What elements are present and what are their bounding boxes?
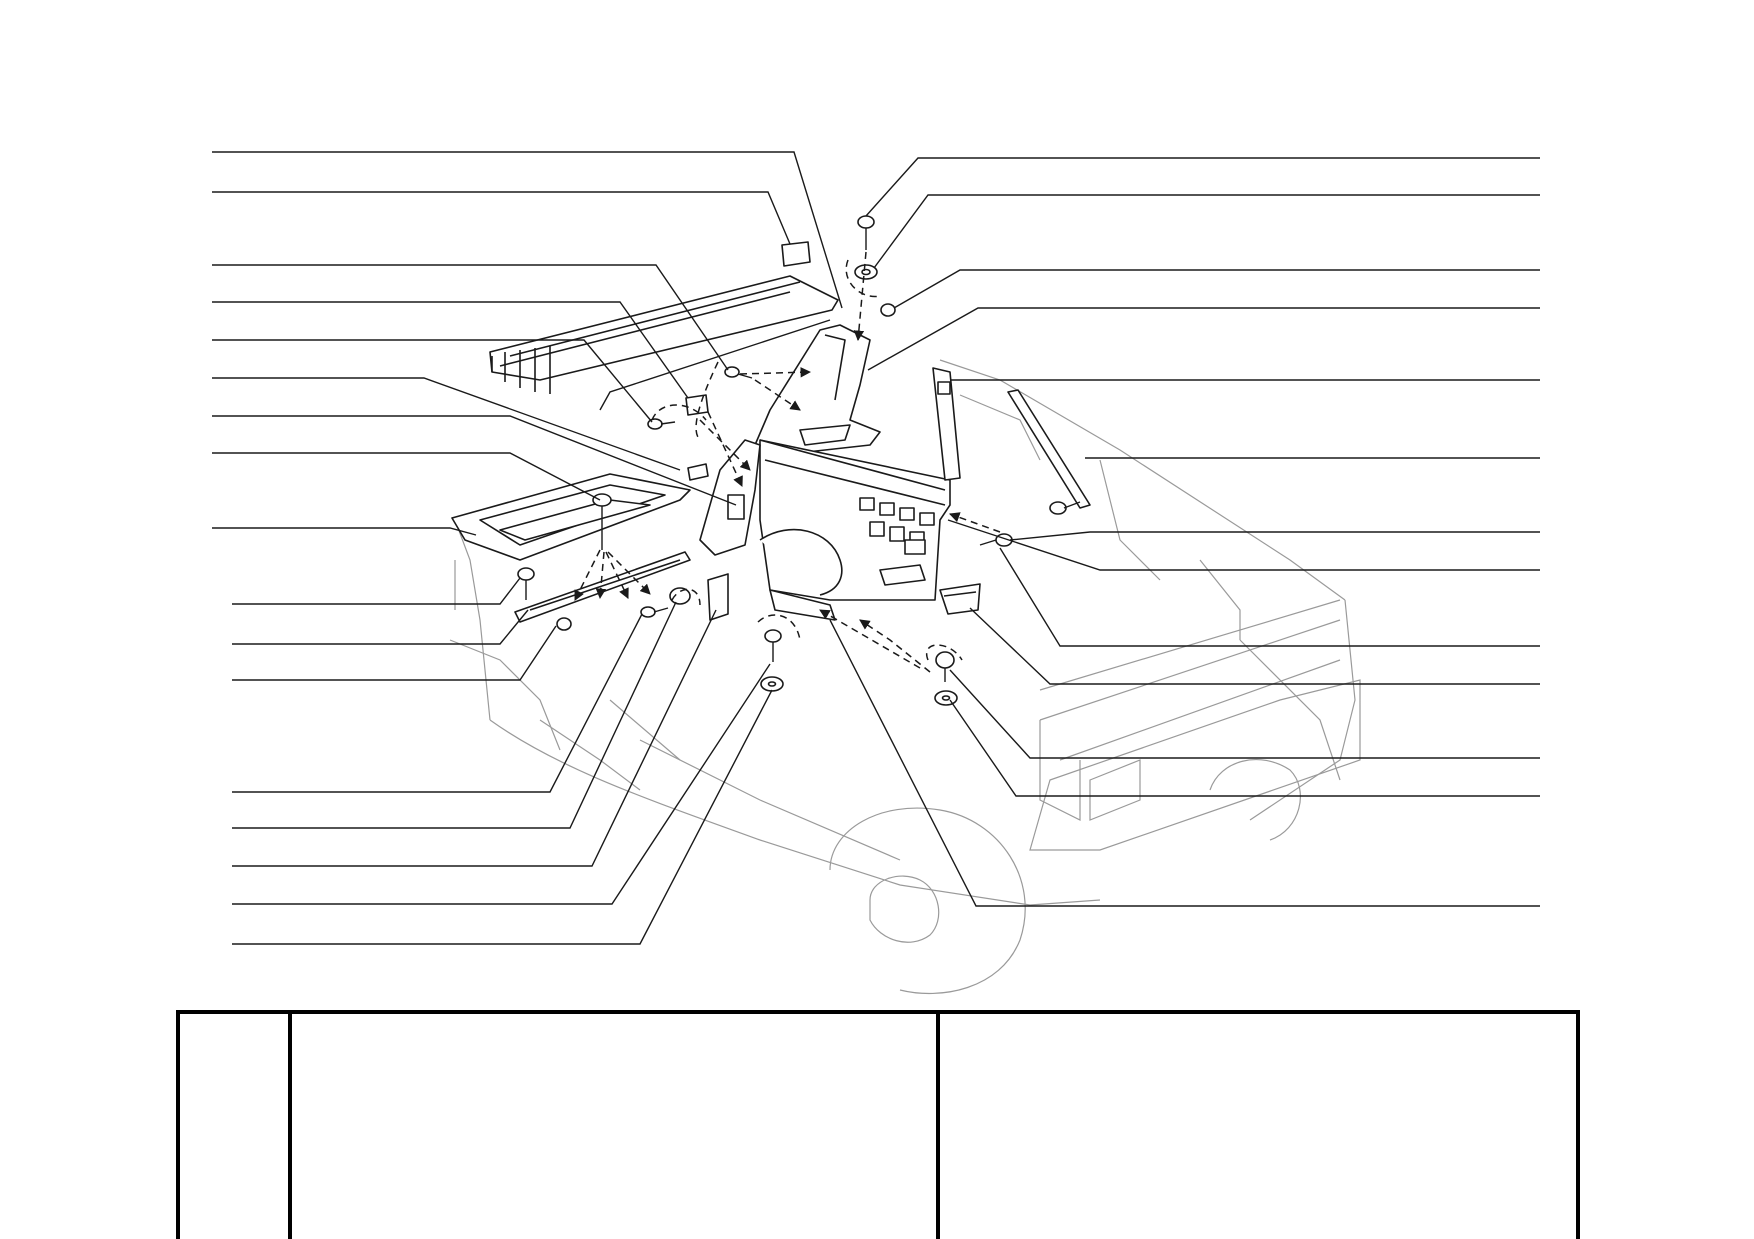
b-pillar-trim	[932, 367, 961, 481]
callout-leader	[212, 264, 729, 371]
luggage-tray	[451, 473, 691, 561]
callout-leader	[867, 307, 1540, 371]
callout-leader	[212, 415, 737, 506]
rear-side-trim-panel	[759, 439, 951, 621]
c-pillar-strip	[1007, 389, 1091, 509]
callout-leader	[999, 547, 1540, 647]
callout-leader	[212, 377, 681, 471]
vehicle-body-outline	[449, 359, 1361, 995]
callout-leader	[865, 157, 1540, 217]
title-block-cell-1	[184, 1020, 284, 1040]
assembly-guide-lines	[574, 251, 1001, 673]
title-block	[176, 1010, 1580, 1239]
callout-leader	[873, 194, 1540, 269]
callout-leader	[232, 609, 529, 645]
callout-leader	[232, 609, 717, 867]
callout-leader	[212, 151, 843, 309]
callout-leader	[232, 689, 773, 945]
callout-leader	[212, 452, 601, 501]
storage-cup	[939, 583, 981, 615]
callout-leader	[212, 527, 477, 536]
callout-leader	[232, 663, 771, 905]
callout-leader	[212, 191, 791, 245]
callout-leader	[212, 339, 653, 423]
title-block-cell-2	[296, 1020, 926, 1040]
callout-leader	[829, 619, 1540, 907]
callout-leader	[232, 577, 521, 605]
callout-leader	[949, 669, 1540, 759]
callout-leader	[893, 269, 1540, 309]
callout-leader	[949, 699, 1540, 797]
sill-trim-strip	[514, 551, 691, 623]
rear-pillar-trim	[754, 324, 881, 456]
callout-leader	[232, 613, 643, 793]
callout-leader	[947, 519, 1540, 571]
pillar-bracket	[699, 439, 761, 556]
callout-leaders-left	[212, 151, 843, 945]
callout-leader	[212, 301, 689, 399]
roof-seal-strip	[489, 275, 839, 411]
callout-leader	[232, 601, 677, 829]
callout-leaders-right	[829, 157, 1540, 907]
callout-leader	[232, 625, 557, 681]
callout-leader	[969, 607, 1540, 685]
title-block-cell-3	[944, 1020, 1564, 1040]
callout-leader	[1009, 531, 1540, 541]
